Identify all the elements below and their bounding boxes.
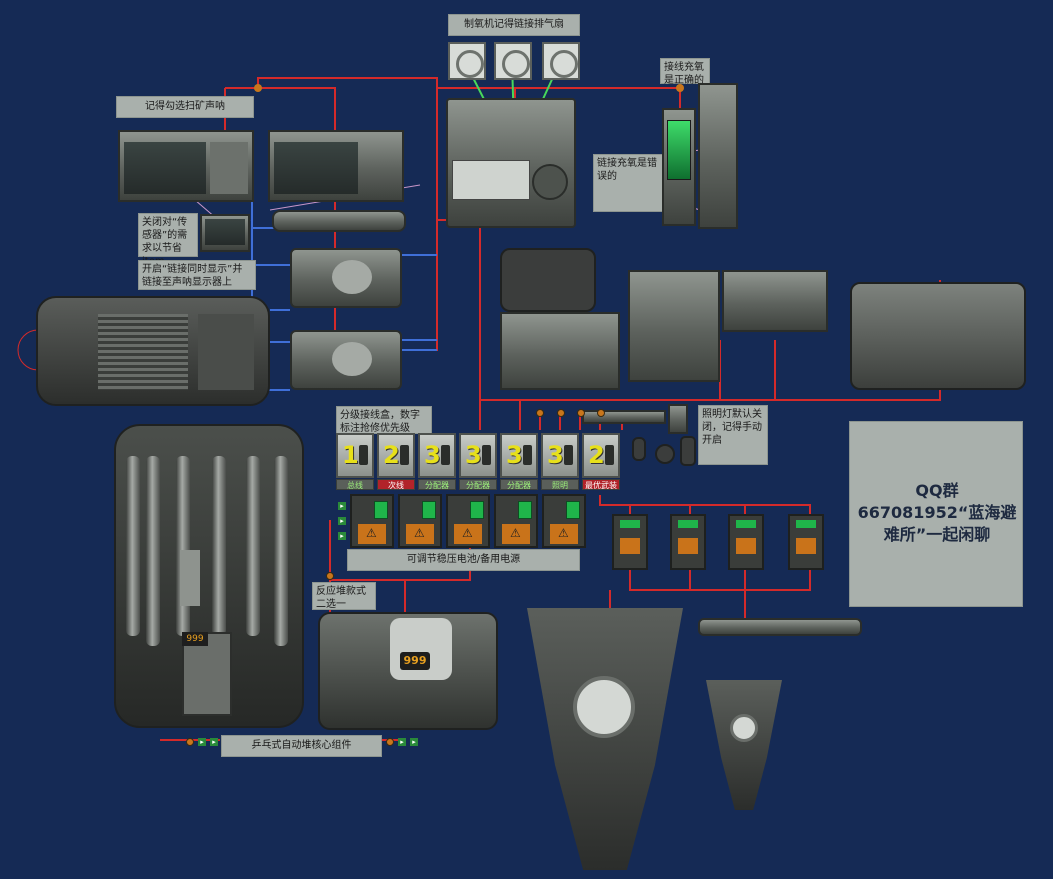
note-oxygen-ok: 接线充氧是正确的 [660, 58, 710, 86]
water-pump[interactable] [290, 248, 402, 308]
switch-label: 分配器 [459, 479, 497, 490]
lamp[interactable] [680, 436, 696, 466]
connector-node [536, 409, 544, 417]
reactor-large[interactable]: 999 [114, 424, 304, 728]
oxygen-generator[interactable] [446, 98, 576, 228]
note-battery: 可调节稳压电池/备用电源 [347, 549, 580, 571]
connector-node [577, 409, 585, 417]
battery[interactable] [542, 494, 586, 548]
arrow-icon: ▸ [198, 738, 206, 746]
exhaust-fan[interactable] [448, 42, 486, 80]
priority-number: 3 [465, 441, 482, 469]
oxygen-tank-shelf[interactable] [662, 108, 696, 226]
switch-label: 最优武装 [582, 479, 620, 490]
light-switch[interactable] [668, 404, 688, 434]
water-pump[interactable] [290, 330, 402, 390]
arrow-icon: ▸ [398, 738, 406, 746]
junction-switch[interactable]: 2 [377, 433, 415, 478]
switch-label: 次线 [377, 479, 415, 490]
priority-number: 1 [342, 441, 359, 469]
arrow-icon: ▸ [338, 502, 346, 510]
switch-label: 分配器 [500, 479, 538, 490]
sonar-monitor[interactable] [118, 130, 254, 202]
reactor-display: 999 [182, 632, 208, 646]
connector-node [326, 572, 334, 580]
engine[interactable] [36, 296, 270, 406]
exhaust-fan[interactable] [542, 42, 580, 80]
supercapacitor[interactable] [670, 514, 706, 570]
arrow-icon: ▸ [338, 517, 346, 525]
exhaust-fan[interactable] [494, 42, 532, 80]
note-junction: 分级接线盒，数字标注抢修优先级 [336, 406, 432, 434]
connector-node [597, 409, 605, 417]
supercapacitor[interactable] [612, 514, 648, 570]
medical-fabricator[interactable] [722, 270, 828, 332]
priority-number: 3 [506, 441, 523, 469]
note-reactor-core: 乒乓式自动堆核心组件 [221, 735, 382, 757]
note-fans: 制氧机记得链接排气扇 [448, 14, 580, 36]
battery[interactable] [350, 494, 394, 548]
note-oxygen-bad: 链接充氧是错误的 [593, 154, 665, 212]
switch-label: 照明 [541, 479, 579, 490]
note-sensor: 关闭对“传感器”的需求以节省item [138, 213, 198, 267]
arrow-icon: ▸ [210, 738, 218, 746]
deconstructor[interactable] [628, 270, 720, 382]
junction-switch[interactable]: 1 [336, 433, 374, 478]
supercapacitor[interactable] [788, 514, 824, 570]
junction-switch[interactable]: 3 [541, 433, 579, 478]
railgun-loader[interactable] [698, 618, 862, 636]
note-reactor-select: 反应堆款式二选一 [312, 582, 376, 610]
battery[interactable] [446, 494, 490, 548]
junction-switch[interactable]: 3 [500, 433, 538, 478]
priority-number: 2 [588, 441, 605, 469]
switch-label: 分配器 [418, 479, 456, 490]
connector-node [386, 738, 394, 746]
connector-node [186, 738, 194, 746]
qq-text: QQ群667081952“蓝海避难所”一起闲聊 [857, 481, 1017, 544]
light-fixture[interactable] [582, 410, 666, 424]
priority-number: 3 [547, 441, 564, 469]
lamp[interactable] [655, 444, 675, 464]
sonar-display[interactable] [268, 130, 404, 202]
priority-number: 3 [424, 441, 441, 469]
qq-panel: QQ群667081952“蓝海避难所”一起闲聊 [849, 421, 1023, 607]
supercapacitor[interactable] [728, 514, 764, 570]
sensor-monitor[interactable] [200, 214, 250, 252]
battery[interactable] [398, 494, 442, 548]
lamp[interactable] [632, 437, 646, 461]
junction-switch[interactable]: 3 [459, 433, 497, 478]
oxygen-tank-rack[interactable] [698, 83, 738, 229]
fabricator[interactable] [500, 248, 596, 312]
cabinet[interactable] [850, 282, 1026, 390]
junction-switch[interactable]: 3 [418, 433, 456, 478]
priority-number: 2 [383, 441, 400, 469]
fabricator-base[interactable] [500, 312, 620, 390]
note-display: 开启“链接同时显示”并链接至声呐显示器上 [138, 260, 256, 290]
navigation-terminal[interactable] [272, 210, 406, 232]
connector-node [557, 409, 565, 417]
arrow-icon: ▸ [410, 738, 418, 746]
switch-label: 总线 [336, 479, 374, 490]
reactor-small[interactable]: 999 [318, 612, 498, 730]
note-lights: 照明灯默认关闭，记得手动开启 [698, 405, 768, 465]
junction-switch[interactable]: 2 [582, 433, 620, 478]
battery[interactable] [494, 494, 538, 548]
reactor-display: 999 [400, 652, 430, 670]
note-sonar: 记得勾选扫矿声呐 [116, 96, 254, 118]
arrow-icon: ▸ [338, 532, 346, 540]
